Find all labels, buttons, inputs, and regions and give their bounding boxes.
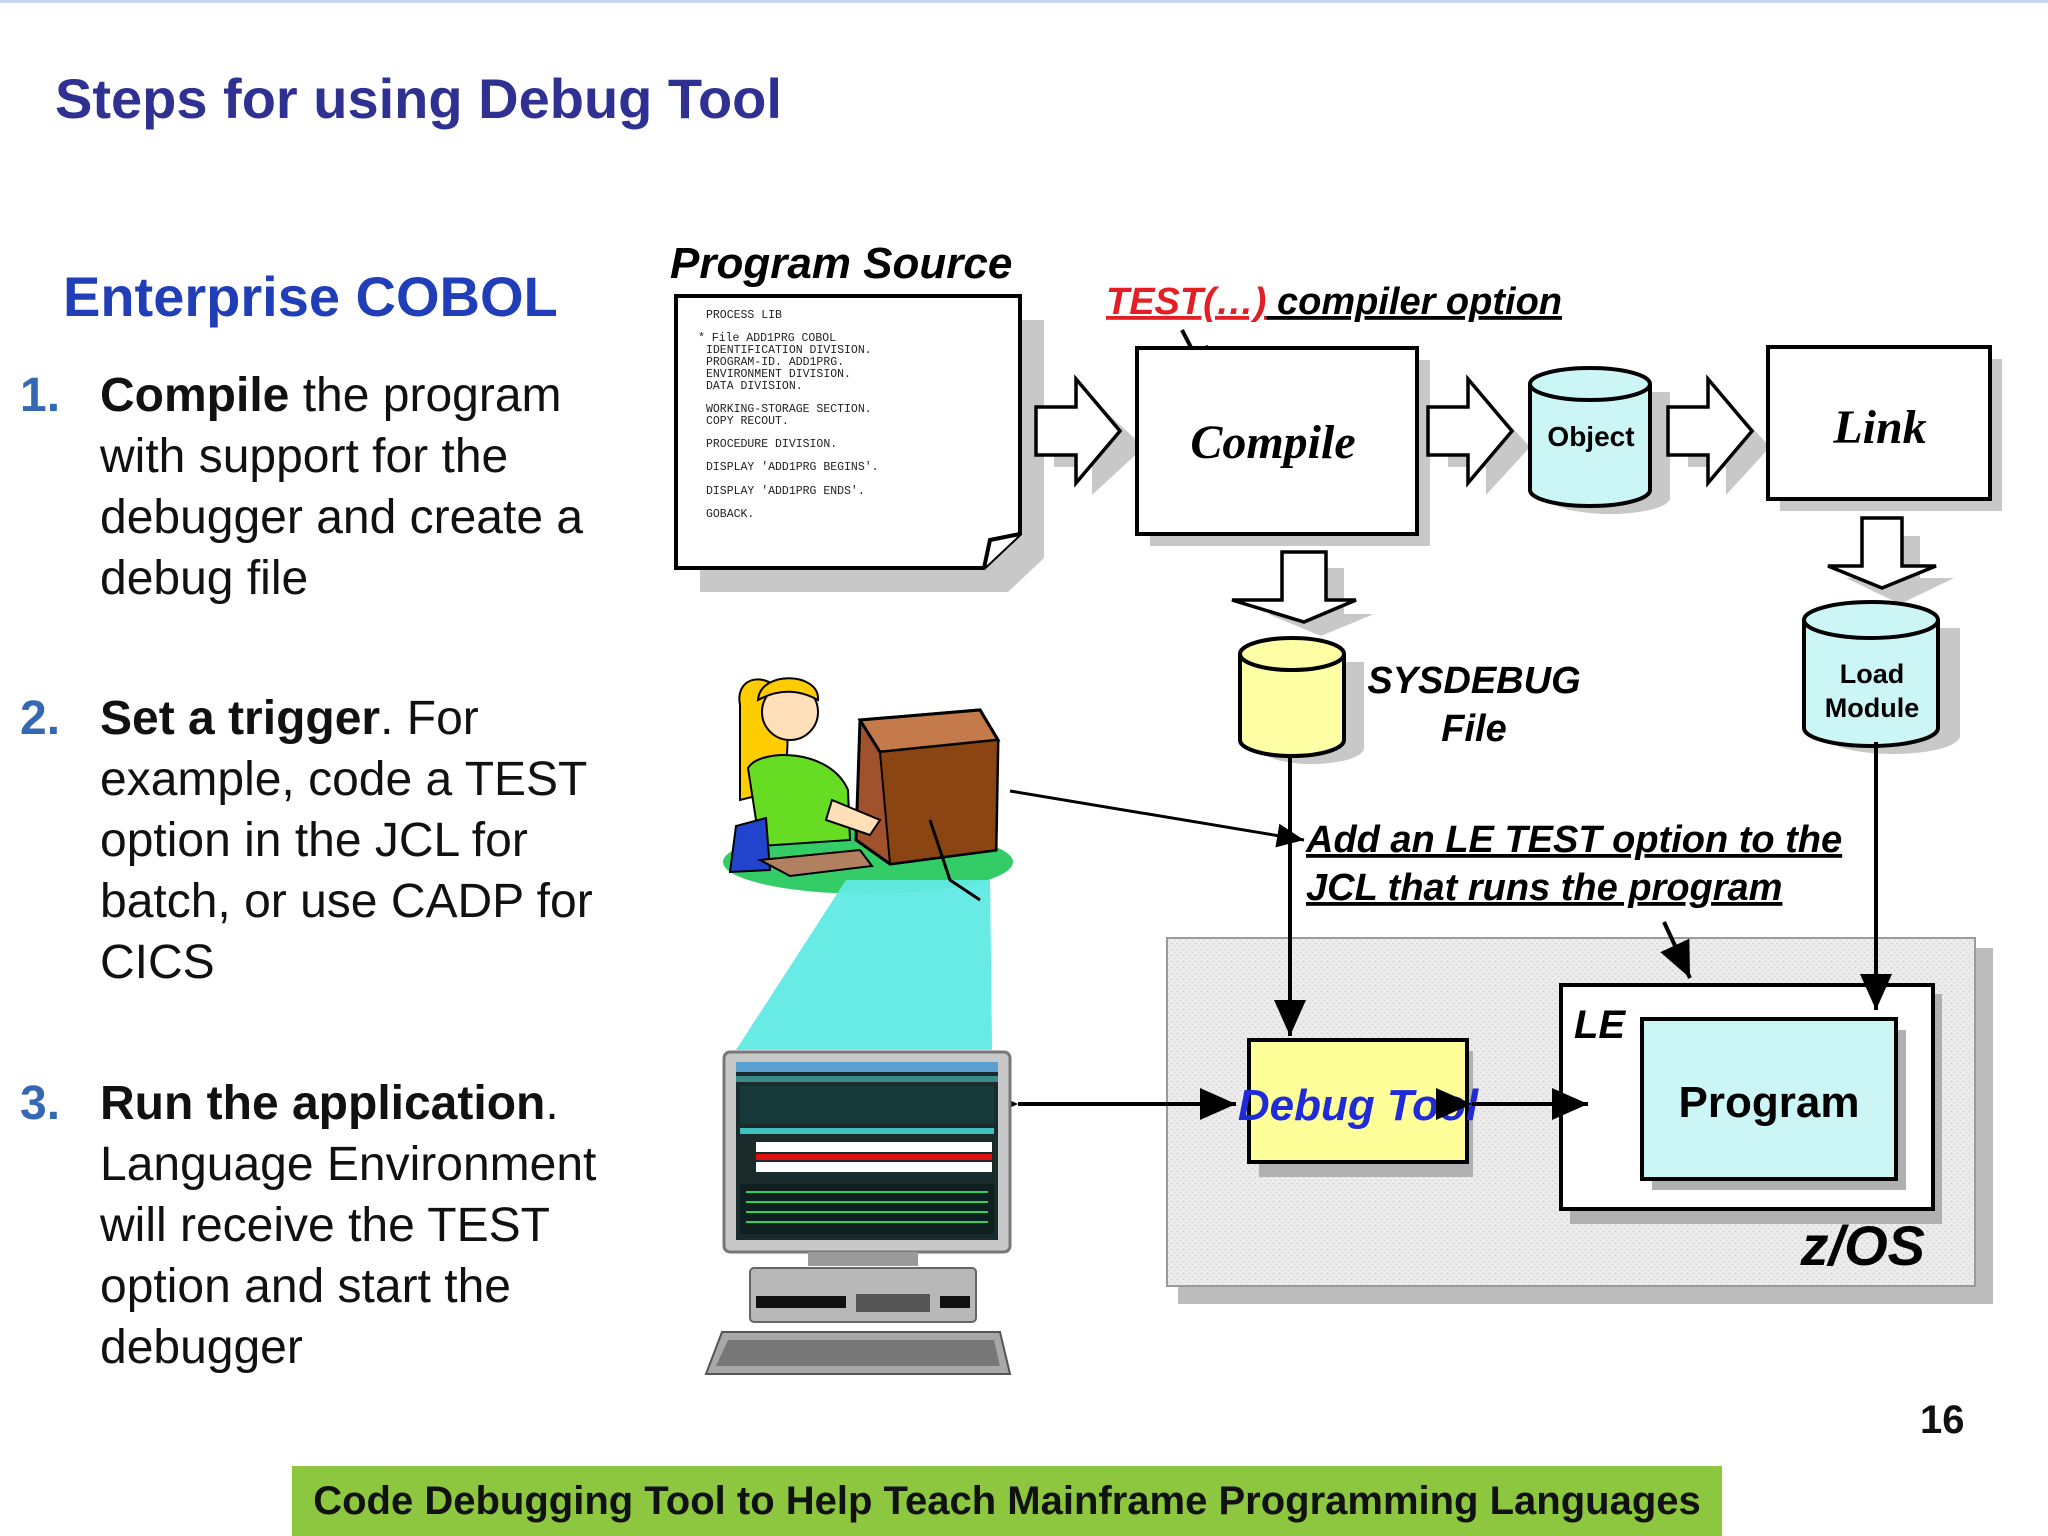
debug-flow-diagram: Program Source PROCESS LIB * File ADD1PR… bbox=[670, 239, 2002, 1375]
le-test-to-program-arrow bbox=[1660, 921, 1692, 979]
page-curl bbox=[982, 532, 1021, 569]
debug-tool-label: Debug Tool bbox=[1238, 1081, 1479, 1130]
link-label: Link bbox=[1832, 401, 1926, 454]
program-box bbox=[1640, 1017, 1898, 1181]
le-test-note-2: JCL that runs the program bbox=[1306, 867, 1782, 909]
step-text: . For example, code a TEST option in the… bbox=[100, 692, 593, 989]
source-line: GOBACK. bbox=[706, 508, 754, 521]
block-arrow-right bbox=[1666, 374, 1755, 488]
le-label: LE bbox=[1574, 1003, 1626, 1047]
slide-title: Steps for using Debug Tool bbox=[55, 67, 782, 130]
link-box bbox=[1766, 345, 1992, 501]
sysdebug-database bbox=[1238, 636, 1364, 764]
step-bold: Set a trigger bbox=[100, 692, 381, 745]
sysdebug-label-2: File bbox=[1441, 708, 1506, 750]
block-arrow-down bbox=[1231, 550, 1357, 624]
step-number: 2. bbox=[20, 692, 61, 745]
compile-label: Compile bbox=[1190, 416, 1355, 469]
program-label: Program bbox=[1679, 1078, 1860, 1127]
program-source-label: Program Source bbox=[670, 239, 1012, 288]
load-module-database bbox=[1802, 600, 1960, 754]
user-at-computer-illustration bbox=[723, 677, 1013, 1050]
source-listing: PROCESS LIB * File ADD1PRG COBOL IDENTIF… bbox=[698, 309, 879, 521]
user-to-le-test-arrow bbox=[1009, 789, 1305, 848]
footer-banner: Code Debugging Tool to Help Teach Mainfr… bbox=[292, 1466, 1722, 1536]
step-number: 1. bbox=[20, 369, 61, 422]
page-number: 16 bbox=[1920, 1398, 1965, 1442]
step-bold: Compile bbox=[100, 369, 290, 422]
le-test-note-1: Add an LE TEST option to the bbox=[1305, 819, 1842, 861]
source-line: DISPLAY 'ADD1PRG ENDS'. bbox=[706, 485, 865, 498]
step-text: . Language Environment will receive the … bbox=[100, 1077, 597, 1374]
debug-tool-box bbox=[1247, 1038, 1469, 1164]
source-line: PROCESS LIB bbox=[706, 309, 782, 322]
test-option-label: TEST(…) compiler option bbox=[1106, 281, 1562, 323]
step-bold: Run the application bbox=[100, 1077, 546, 1130]
block-arrow-down bbox=[1827, 516, 1937, 590]
sysdebug-label-1: SYSDEBUG bbox=[1367, 660, 1580, 702]
step-text: the program with support for the debugge… bbox=[100, 369, 584, 605]
slide-subtitle: Enterprise COBOL bbox=[63, 265, 558, 328]
top-rule bbox=[0, 0, 2048, 3]
source-line: DATA DIVISION. bbox=[706, 380, 803, 393]
load-module-label-1: Load bbox=[1840, 659, 1905, 689]
zos-label: z/OS bbox=[1800, 1214, 1925, 1277]
footer-text: Code Debugging Tool to Help Teach Mainfr… bbox=[313, 1479, 1701, 1523]
source-line: * File ADD1PRG COBOL bbox=[698, 332, 836, 345]
object-database bbox=[1528, 366, 1670, 514]
source-line: PROCEDURE DIVISION. bbox=[706, 438, 837, 451]
block-arrow-right bbox=[1426, 374, 1515, 488]
source-line: ENVIRONMENT DIVISION. bbox=[706, 368, 851, 381]
object-label: Object bbox=[1547, 421, 1634, 452]
step-number: 3. bbox=[20, 1077, 61, 1130]
source-line: PROGRAM-ID. ADD1PRG. bbox=[706, 356, 844, 369]
load-module-label-2: Module bbox=[1825, 693, 1920, 723]
compile-box bbox=[1135, 346, 1419, 536]
source-line: COPY RECOUT. bbox=[706, 415, 789, 428]
source-line: DISPLAY 'ADD1PRG BEGINS'. bbox=[706, 461, 879, 474]
terminal-computer-illustration bbox=[704, 1050, 1012, 1375]
block-arrow-right bbox=[1034, 374, 1123, 488]
source-line: IDENTIFICATION DIVISION. bbox=[706, 344, 872, 357]
source-line: WORKING-STORAGE SECTION. bbox=[706, 403, 872, 416]
